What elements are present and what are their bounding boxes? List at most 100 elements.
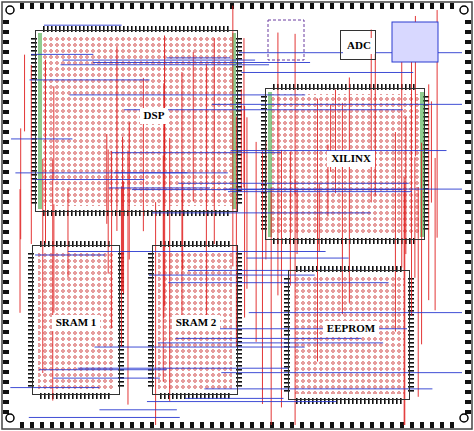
pin-pad xyxy=(70,3,74,9)
pin-pad xyxy=(284,374,290,376)
pin-pad xyxy=(465,280,471,284)
pcb-trace xyxy=(246,117,247,288)
pin-pad xyxy=(3,160,9,164)
pin-pad xyxy=(118,293,124,295)
pin-pad xyxy=(50,3,54,9)
pin-pad xyxy=(60,3,64,9)
pin-pad xyxy=(3,130,9,134)
pin-pad xyxy=(31,130,37,132)
pcb-trace xyxy=(94,347,304,348)
pin-pad xyxy=(179,26,181,32)
pcb-trace xyxy=(149,275,315,276)
pin-pad xyxy=(236,313,242,315)
pin-pad xyxy=(361,238,363,244)
pin-pad xyxy=(236,365,242,367)
pin-pad xyxy=(284,378,290,380)
pin-pad xyxy=(408,378,414,380)
pin-pad xyxy=(240,422,244,428)
pin-pad xyxy=(372,398,374,404)
pcb-trace xyxy=(232,6,233,267)
pin-pad xyxy=(96,393,98,399)
pin-pad xyxy=(31,78,37,80)
pin-pad xyxy=(118,273,124,275)
pin-pad xyxy=(390,3,394,9)
pin-pad xyxy=(236,309,242,311)
pin-pad xyxy=(148,269,154,271)
pin-pad xyxy=(408,358,414,360)
pcb-trace xyxy=(45,60,46,243)
pin-pad xyxy=(67,26,69,32)
pin-pad xyxy=(313,238,315,244)
pin-pad xyxy=(163,26,165,32)
pin-pad xyxy=(28,309,34,311)
pcb-trace xyxy=(295,179,296,425)
pin-pad xyxy=(118,345,124,347)
pin-pad xyxy=(28,257,34,259)
pin-pad xyxy=(408,390,414,392)
pin-pad xyxy=(350,422,354,428)
pin-pad xyxy=(364,398,366,404)
pin-pad xyxy=(118,309,124,311)
pin-pad xyxy=(87,210,89,216)
pin-pad xyxy=(108,393,110,399)
pin-pad xyxy=(3,150,9,154)
pin-pad xyxy=(43,210,45,216)
pcb-trace xyxy=(411,43,412,316)
pin-pad xyxy=(140,422,144,428)
pin-pad xyxy=(409,238,411,244)
pcb-trace xyxy=(297,189,298,254)
pin-pad xyxy=(465,120,471,124)
pin-pad xyxy=(59,26,61,32)
pin-pad xyxy=(365,84,367,90)
pcb-trace xyxy=(271,187,272,425)
pcb-trace xyxy=(418,187,419,397)
pcb-trace xyxy=(20,128,21,239)
pin-pad xyxy=(223,26,225,32)
pin-pad xyxy=(236,74,242,76)
pin-pad xyxy=(3,30,9,34)
pin-pad xyxy=(465,100,471,104)
pin-pad xyxy=(118,341,124,343)
pin-pad xyxy=(31,162,37,164)
pin-pad xyxy=(143,26,145,32)
pcb-trace xyxy=(111,151,112,328)
pcb-trace xyxy=(204,388,432,389)
pin-pad xyxy=(230,422,234,428)
pin-pad xyxy=(31,202,37,204)
pin-pad xyxy=(118,277,124,279)
pin-pad xyxy=(172,393,174,399)
pin-pad xyxy=(373,238,375,244)
pin-pad xyxy=(368,266,370,272)
pin-pad xyxy=(284,362,290,364)
pin-pad xyxy=(236,301,242,303)
pin-pad xyxy=(28,325,34,327)
pin-pad xyxy=(336,266,338,272)
pcb-trace xyxy=(143,78,144,231)
pcb-trace xyxy=(41,36,232,206)
pin-pad xyxy=(465,350,471,354)
pin-pad xyxy=(465,300,471,304)
pin-pad xyxy=(465,360,471,364)
pcb-trace xyxy=(428,84,429,300)
pcb-trace xyxy=(70,94,306,95)
pin-pad xyxy=(31,46,37,48)
pcb-trace xyxy=(155,202,156,425)
pin-pad xyxy=(180,241,182,247)
pin-pad xyxy=(64,393,66,399)
pcb-trace xyxy=(78,368,289,369)
pin-pad xyxy=(465,410,471,414)
pin-pad xyxy=(118,325,124,327)
pin-pad xyxy=(284,314,290,316)
pin-pad xyxy=(148,265,154,267)
pin-pad xyxy=(151,26,153,32)
pin-pad xyxy=(228,241,230,247)
pin-pad xyxy=(273,238,275,244)
pin-pad xyxy=(3,330,9,334)
pin-pad xyxy=(405,84,407,90)
pin-pad xyxy=(28,369,34,371)
pin-pad xyxy=(465,130,471,134)
pin-pad xyxy=(408,294,414,296)
pin-pad xyxy=(300,266,302,272)
pin-pad xyxy=(31,82,37,84)
